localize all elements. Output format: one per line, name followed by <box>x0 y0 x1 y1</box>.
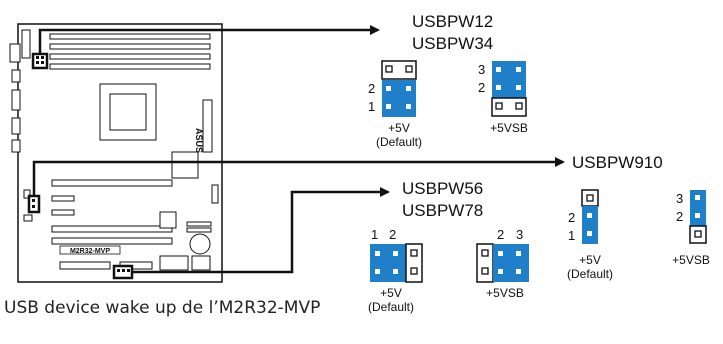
cpu-socket <box>99 83 157 141</box>
atx-power-connector <box>202 99 213 153</box>
usbpw12-34-default-pin-top: 2 <box>368 81 376 96</box>
board-components <box>23 184 219 271</box>
jumper-usbpw56-78-5vsb <box>476 243 529 283</box>
usbpw12-34-vsb-pin-bottom: 2 <box>478 80 486 95</box>
usbpw910-title: USBPW910 <box>572 153 663 172</box>
arrow-usbpw910 <box>32 157 565 196</box>
svg-text:M2R32-MVP: M2R32-MVP <box>70 248 110 255</box>
figure-caption: USB device wake up de l’M2R32-MVP <box>4 298 321 318</box>
jumper-usbpw12-34-5vsb <box>491 61 527 117</box>
usbpw56-78-default-voltage: +5V <box>380 286 402 300</box>
board-header-usbpw12-34 <box>31 52 49 70</box>
usbpw910-default-pin-top: 2 <box>568 210 576 225</box>
usbpw56-78-default-pin-left: 1 <box>371 227 379 242</box>
usbpw12-34-vsb-pin-top: 3 <box>478 62 486 77</box>
usbpw56-78-vsb-voltage: +5VSB <box>486 286 524 300</box>
cmos-battery <box>189 233 211 255</box>
board-header-usbpw910 <box>27 194 41 214</box>
usbpw910-vsb-voltage: +5VSB <box>672 253 710 267</box>
usbpw56-78-vsb-pin-left: 2 <box>497 227 505 242</box>
usbpw910-default-pin-bottom: 1 <box>568 228 576 243</box>
usbpw56-78-default-note: (Default) <box>367 300 414 314</box>
usbpw56-title: USBPW56 <box>402 179 484 198</box>
usbpw910-default-note: (Default) <box>566 267 613 281</box>
usbpw910-default-voltage: +5V <box>579 253 601 267</box>
asus-logo: ASUS <box>194 128 204 153</box>
board-model-label: M2R32-MVP <box>59 245 121 255</box>
jumper-usbpw910-default <box>581 189 599 244</box>
usbpw34-title: USBPW34 <box>412 34 494 53</box>
board-header-usbpw56-78 <box>112 264 134 280</box>
usbpw12-title: USBPW12 <box>412 12 494 31</box>
jumper-usbpw910-5vsb <box>689 190 707 244</box>
usbpw78-title: USBPW78 <box>402 201 484 220</box>
arrow-usbpw56-78 <box>132 187 390 274</box>
usbpw12-34-default-note: (Default) <box>375 135 422 149</box>
usbpw12-34-vsb-voltage: +5VSB <box>490 121 528 135</box>
svg-text:ASUS: ASUS <box>194 128 204 153</box>
rear-io-connectors <box>9 29 31 153</box>
usbpw56-78-default-pin-right: 2 <box>389 227 397 242</box>
jumper-usbpw12-34-default <box>381 60 417 117</box>
usbpw12-34-default-voltage: +5V <box>388 121 410 135</box>
usbpw910-vsb-pin-bottom: 2 <box>676 209 684 224</box>
usbpw910-vsb-pin-top: 3 <box>676 191 684 206</box>
usbpw56-78-vsb-pin-right: 3 <box>516 227 524 242</box>
usbpw12-34-default-pin-bottom: 1 <box>368 99 376 114</box>
dimm-slots <box>49 33 211 70</box>
arrow-usbpw12-34 <box>38 25 380 54</box>
chipset <box>171 151 199 179</box>
jumper-usbpw56-78-default <box>370 243 423 283</box>
expansion-slots <box>51 179 173 245</box>
